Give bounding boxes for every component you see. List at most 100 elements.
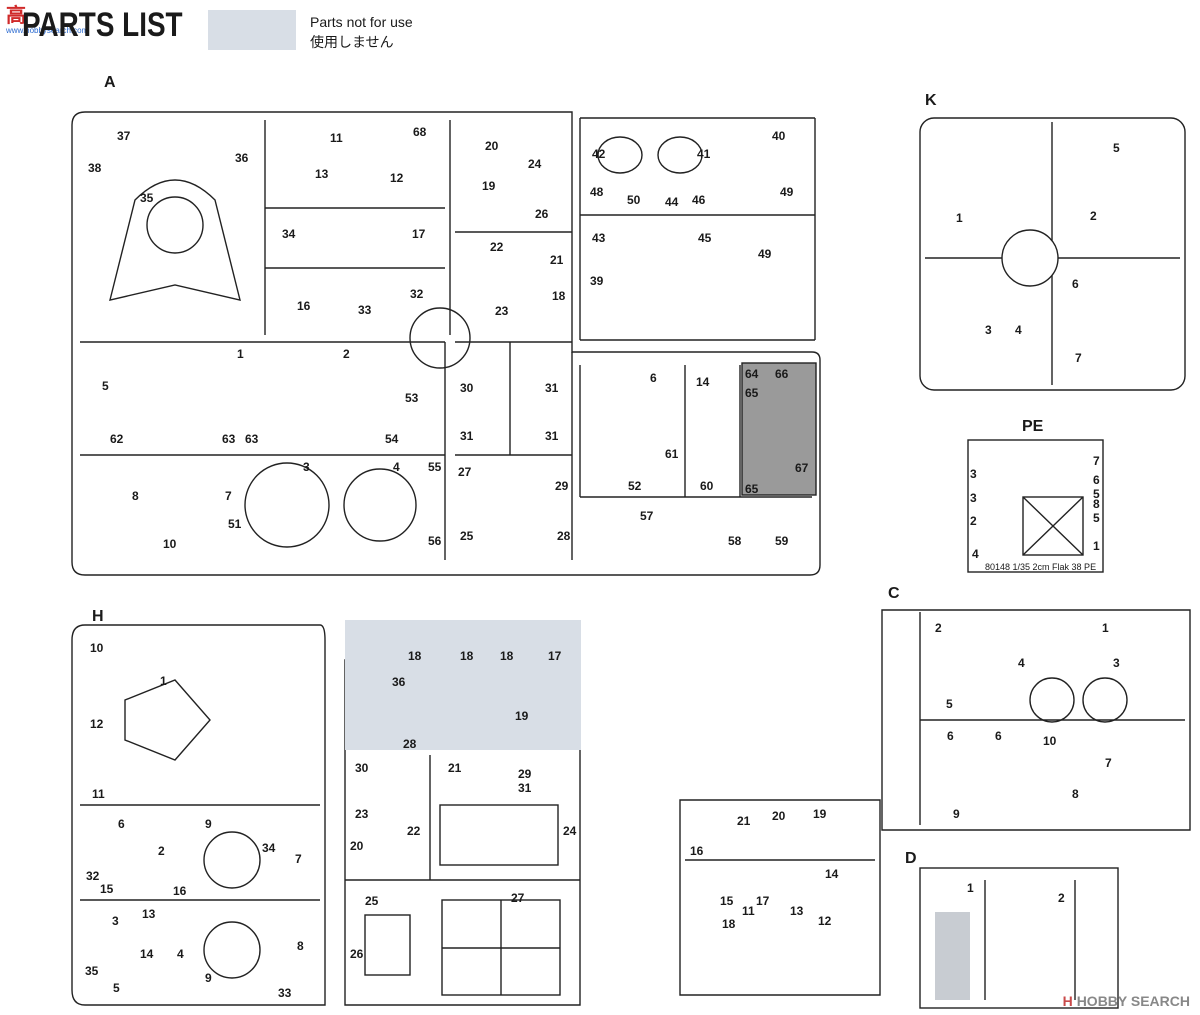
part-number-a: 38 (88, 161, 102, 175)
part-number-a: 68 (413, 125, 427, 139)
part-number-c: 15 (720, 894, 734, 908)
part-number-h: 22 (407, 824, 421, 838)
part-number-a: 2 (343, 347, 350, 361)
legend-line-1: Parts not for use (310, 14, 413, 30)
part-number-c: 13 (790, 904, 804, 918)
part-number-a: 60 (700, 479, 714, 493)
part-number-k: 7 (1075, 351, 1082, 365)
part-number-h: 28 (403, 737, 417, 751)
part-number-h: 24 (563, 824, 577, 838)
legend-swatch (208, 10, 296, 50)
part-number-k: 6 (1072, 277, 1079, 291)
part-number-h: 7 (295, 852, 302, 866)
part-number-a: 41 (697, 147, 711, 161)
part-number-h: 18 (460, 649, 474, 663)
part-number-c: 21 (737, 814, 751, 828)
part-number-a: 63 (222, 432, 236, 446)
part-number-a: 56 (428, 534, 442, 548)
part-number-c: 11 (742, 904, 755, 918)
part-number-a: 7 (225, 489, 232, 503)
pe-caption: 80148 1/35 2cm Flak 38 PE (985, 562, 1097, 572)
part-number-pe: 4 (972, 547, 979, 561)
sprue-k-frame (919, 117, 1186, 391)
part-number-a: 30 (460, 381, 474, 395)
sprue-label-k: K (925, 92, 937, 109)
part-number-a: 27 (458, 465, 472, 479)
part-number-a: 49 (758, 247, 772, 261)
part-number-c: 6 (947, 729, 954, 743)
part-number-a: 55 (428, 460, 442, 474)
part-number-k: 4 (1015, 323, 1022, 337)
part-number-a: 62 (110, 432, 124, 446)
part-number-h: 34 (262, 841, 276, 855)
part-number-c: 19 (813, 807, 827, 821)
part-number-a: 39 (590, 274, 604, 288)
part-number-d: 1 (967, 881, 974, 895)
part-number-h: 25 (365, 894, 379, 908)
part-number-pe: 5 (1093, 487, 1100, 501)
part-number-h: 5 (113, 981, 120, 995)
part-number-a: 63 (245, 432, 259, 446)
part-number-h: 11 (92, 787, 105, 801)
part-number-h: 10 (90, 641, 104, 655)
part-number-a: 65 (745, 482, 759, 496)
sprue-label-c: C (888, 585, 900, 602)
part-number-h: 29 (518, 767, 532, 781)
part-number-h: 17 (548, 649, 562, 663)
part-number-h: 4 (177, 947, 184, 961)
part-number-a: 29 (555, 479, 569, 493)
part-number-h: 2 (158, 844, 165, 858)
part-number-h: 33 (278, 986, 292, 1000)
part-number-a: 36 (235, 151, 249, 165)
part-number-pe: 2 (970, 514, 977, 528)
part-number-c: 16 (690, 844, 704, 858)
part-number-k: 5 (1113, 141, 1120, 155)
part-number-h: 21 (448, 761, 462, 775)
part-number-c: 3 (1113, 656, 1120, 670)
part-number-a: 13 (315, 167, 329, 181)
part-number-c: 4 (1018, 656, 1025, 670)
part-number-a: 61 (665, 447, 679, 461)
part-number-c: 14 (825, 867, 839, 881)
part-number-h: 16 (173, 884, 187, 898)
sprue-label-h: H (92, 608, 104, 625)
part-number-a: 34 (282, 227, 296, 241)
part-number-pe: 5 (1093, 511, 1100, 525)
part-number-a: 23 (495, 304, 509, 318)
sprue-h-frame (71, 624, 326, 1006)
part-number-a: 53 (405, 391, 419, 405)
watermark-text: HOBBY SEARCH (1076, 993, 1190, 1009)
part-number-a: 45 (698, 231, 712, 245)
part-number-a: 67 (795, 461, 809, 475)
part-number-k: 3 (985, 323, 992, 337)
part-number-h: 9 (205, 971, 212, 985)
part-number-h: 32 (86, 869, 100, 883)
part-number-a: 4 (393, 460, 400, 474)
part-number-c: 18 (722, 917, 736, 931)
part-number-c: 9 (953, 807, 960, 821)
part-number-c: 7 (1105, 756, 1112, 770)
part-number-a: 50 (627, 193, 641, 207)
watermark-mark: H (1062, 993, 1073, 1009)
part-number-d: 2 (1058, 891, 1065, 905)
part-number-c: 6 (995, 729, 1002, 743)
part-number-a: 32 (410, 287, 424, 301)
sprue-label-pe: PE (1022, 418, 1044, 435)
part-number-h: 20 (350, 839, 364, 853)
part-number-a: 21 (550, 253, 564, 267)
part-number-a: 37 (117, 129, 131, 143)
part-number-c: 20 (772, 809, 786, 823)
site-logo: 高 www.hobbysearch.com (6, 6, 88, 42)
part-number-a: 54 (385, 432, 399, 446)
part-number-a: 3 (303, 460, 310, 474)
part-number-a: 19 (482, 179, 496, 193)
part-number-a: 46 (692, 193, 706, 207)
part-number-h: 31 (518, 781, 532, 795)
part-number-a: 31 (460, 429, 474, 443)
part-number-h: 9 (205, 817, 212, 831)
part-number-a: 64 (745, 367, 759, 381)
part-number-a: 49 (780, 185, 794, 199)
legend-text: Parts not for use 使用しません (310, 12, 413, 52)
part-number-k: 2 (1090, 209, 1097, 223)
part-number-c: 1 (1102, 621, 1109, 635)
